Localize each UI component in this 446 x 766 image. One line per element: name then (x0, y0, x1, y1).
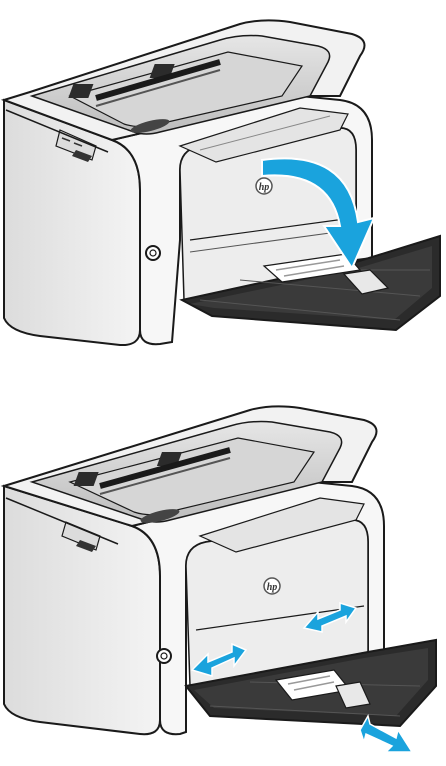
hp-logo: hp (256, 178, 272, 194)
hp-logo: hp (264, 578, 280, 594)
hp-logo-text: hp (267, 582, 278, 593)
printer-illustration-bottom: hp (0, 386, 446, 766)
power-button-icon (146, 246, 160, 260)
power-button-icon (157, 649, 171, 663)
hp-logo-text: hp (259, 182, 270, 193)
printer-illustration-top: hp (0, 0, 446, 360)
